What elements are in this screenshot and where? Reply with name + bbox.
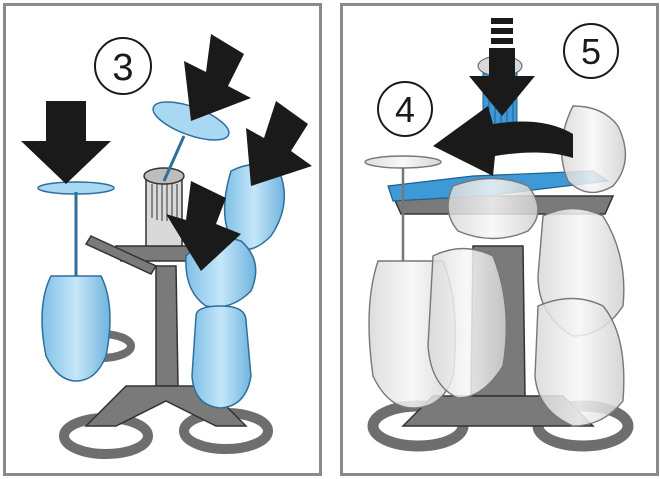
- arrow-down-icon: [21, 101, 111, 184]
- wine-glass-icon: [38, 182, 114, 381]
- step-4-5-illustration: 4 5: [343, 6, 656, 473]
- step-4-5-panel: 4 5: [340, 3, 659, 476]
- step-3-illustration: 3: [6, 6, 319, 473]
- step-number: 4: [395, 89, 415, 130]
- arrow-down-icon: [246, 101, 312, 186]
- arrow-down-icon: [184, 34, 251, 121]
- step-number: 5: [581, 31, 601, 72]
- step-3-panel: 3: [3, 3, 322, 476]
- step-number: 3: [112, 47, 133, 89]
